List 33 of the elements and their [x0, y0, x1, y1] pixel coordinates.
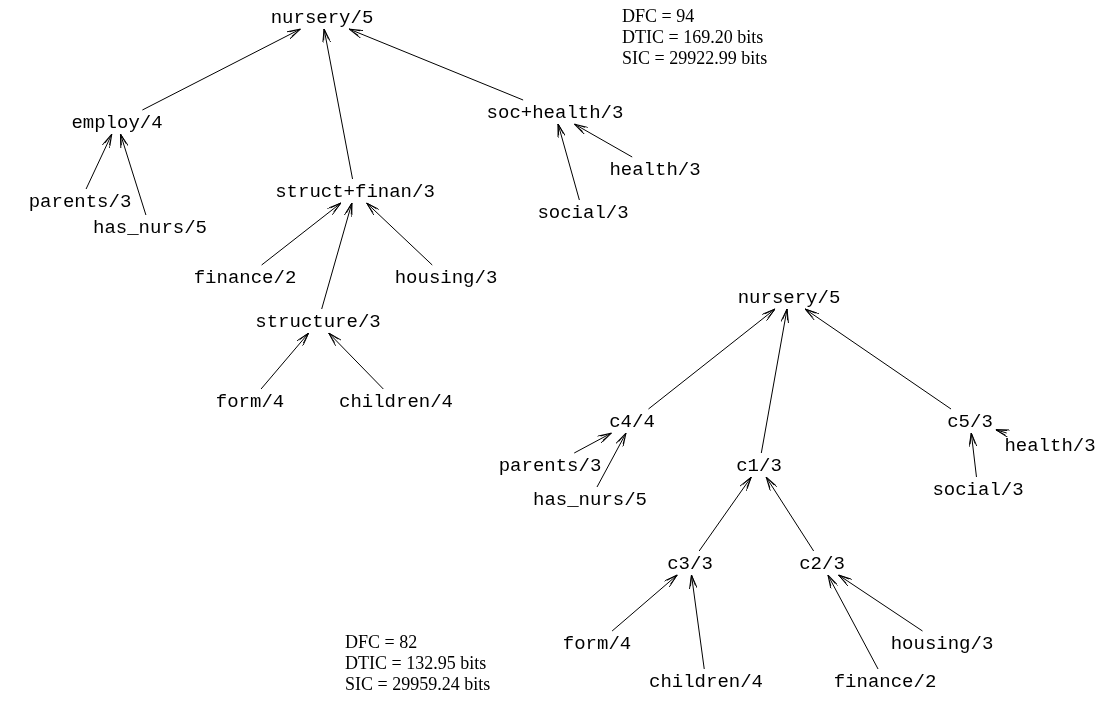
tree-node-label: housing/3 [393, 266, 499, 290]
statistic-note: SIC = 29922.99 bits [622, 48, 768, 68]
tree-node-label: nursery/5 [269, 6, 375, 30]
tree-node-label: c4/4 [608, 410, 656, 434]
tree-node-label: children/4 [648, 670, 764, 694]
statistic-note: SIC = 29959.24 bits [345, 674, 491, 694]
tree-node-label: nursery/5 [736, 286, 842, 310]
statistic-note: DFC = 82 [345, 632, 418, 652]
tree-node-label: health/3 [1003, 434, 1097, 458]
tree-node-label: c5/3 [946, 410, 994, 434]
tree-node-label: c3/3 [666, 552, 714, 576]
statistic-note: DFC = 94 [622, 6, 695, 26]
tree-node-label: housing/3 [889, 632, 995, 656]
tree-node-label: struct+finan/3 [274, 180, 436, 204]
tree-node-label: social/3 [931, 478, 1025, 502]
tree-node-label: health/3 [608, 158, 702, 182]
tree-node-label: children/4 [338, 390, 454, 414]
statistic-note: DTIC = 169.20 bits [622, 27, 764, 47]
tree-node-label: has_nurs/5 [532, 488, 648, 512]
tree-node-label: parents/3 [27, 190, 133, 214]
tree-node-label: finance/2 [832, 670, 938, 694]
tree-node-label: c2/3 [798, 552, 846, 576]
tree-node-label: parents/3 [497, 454, 603, 478]
tree-node-label: form/4 [561, 632, 633, 656]
tree-node-label: has_nurs/5 [92, 216, 208, 240]
tree-node-label: social/3 [536, 201, 630, 225]
tree-node-label: structure/3 [254, 310, 382, 334]
statistic-note: DTIC = 132.95 bits [345, 653, 487, 673]
tree-node-label: form/4 [214, 390, 286, 414]
tree-node-label: employ/4 [70, 111, 164, 135]
tree-node-label: c1/3 [735, 454, 783, 478]
tree-node-label: finance/2 [192, 266, 298, 290]
tree-node-label: soc+health/3 [485, 101, 625, 125]
